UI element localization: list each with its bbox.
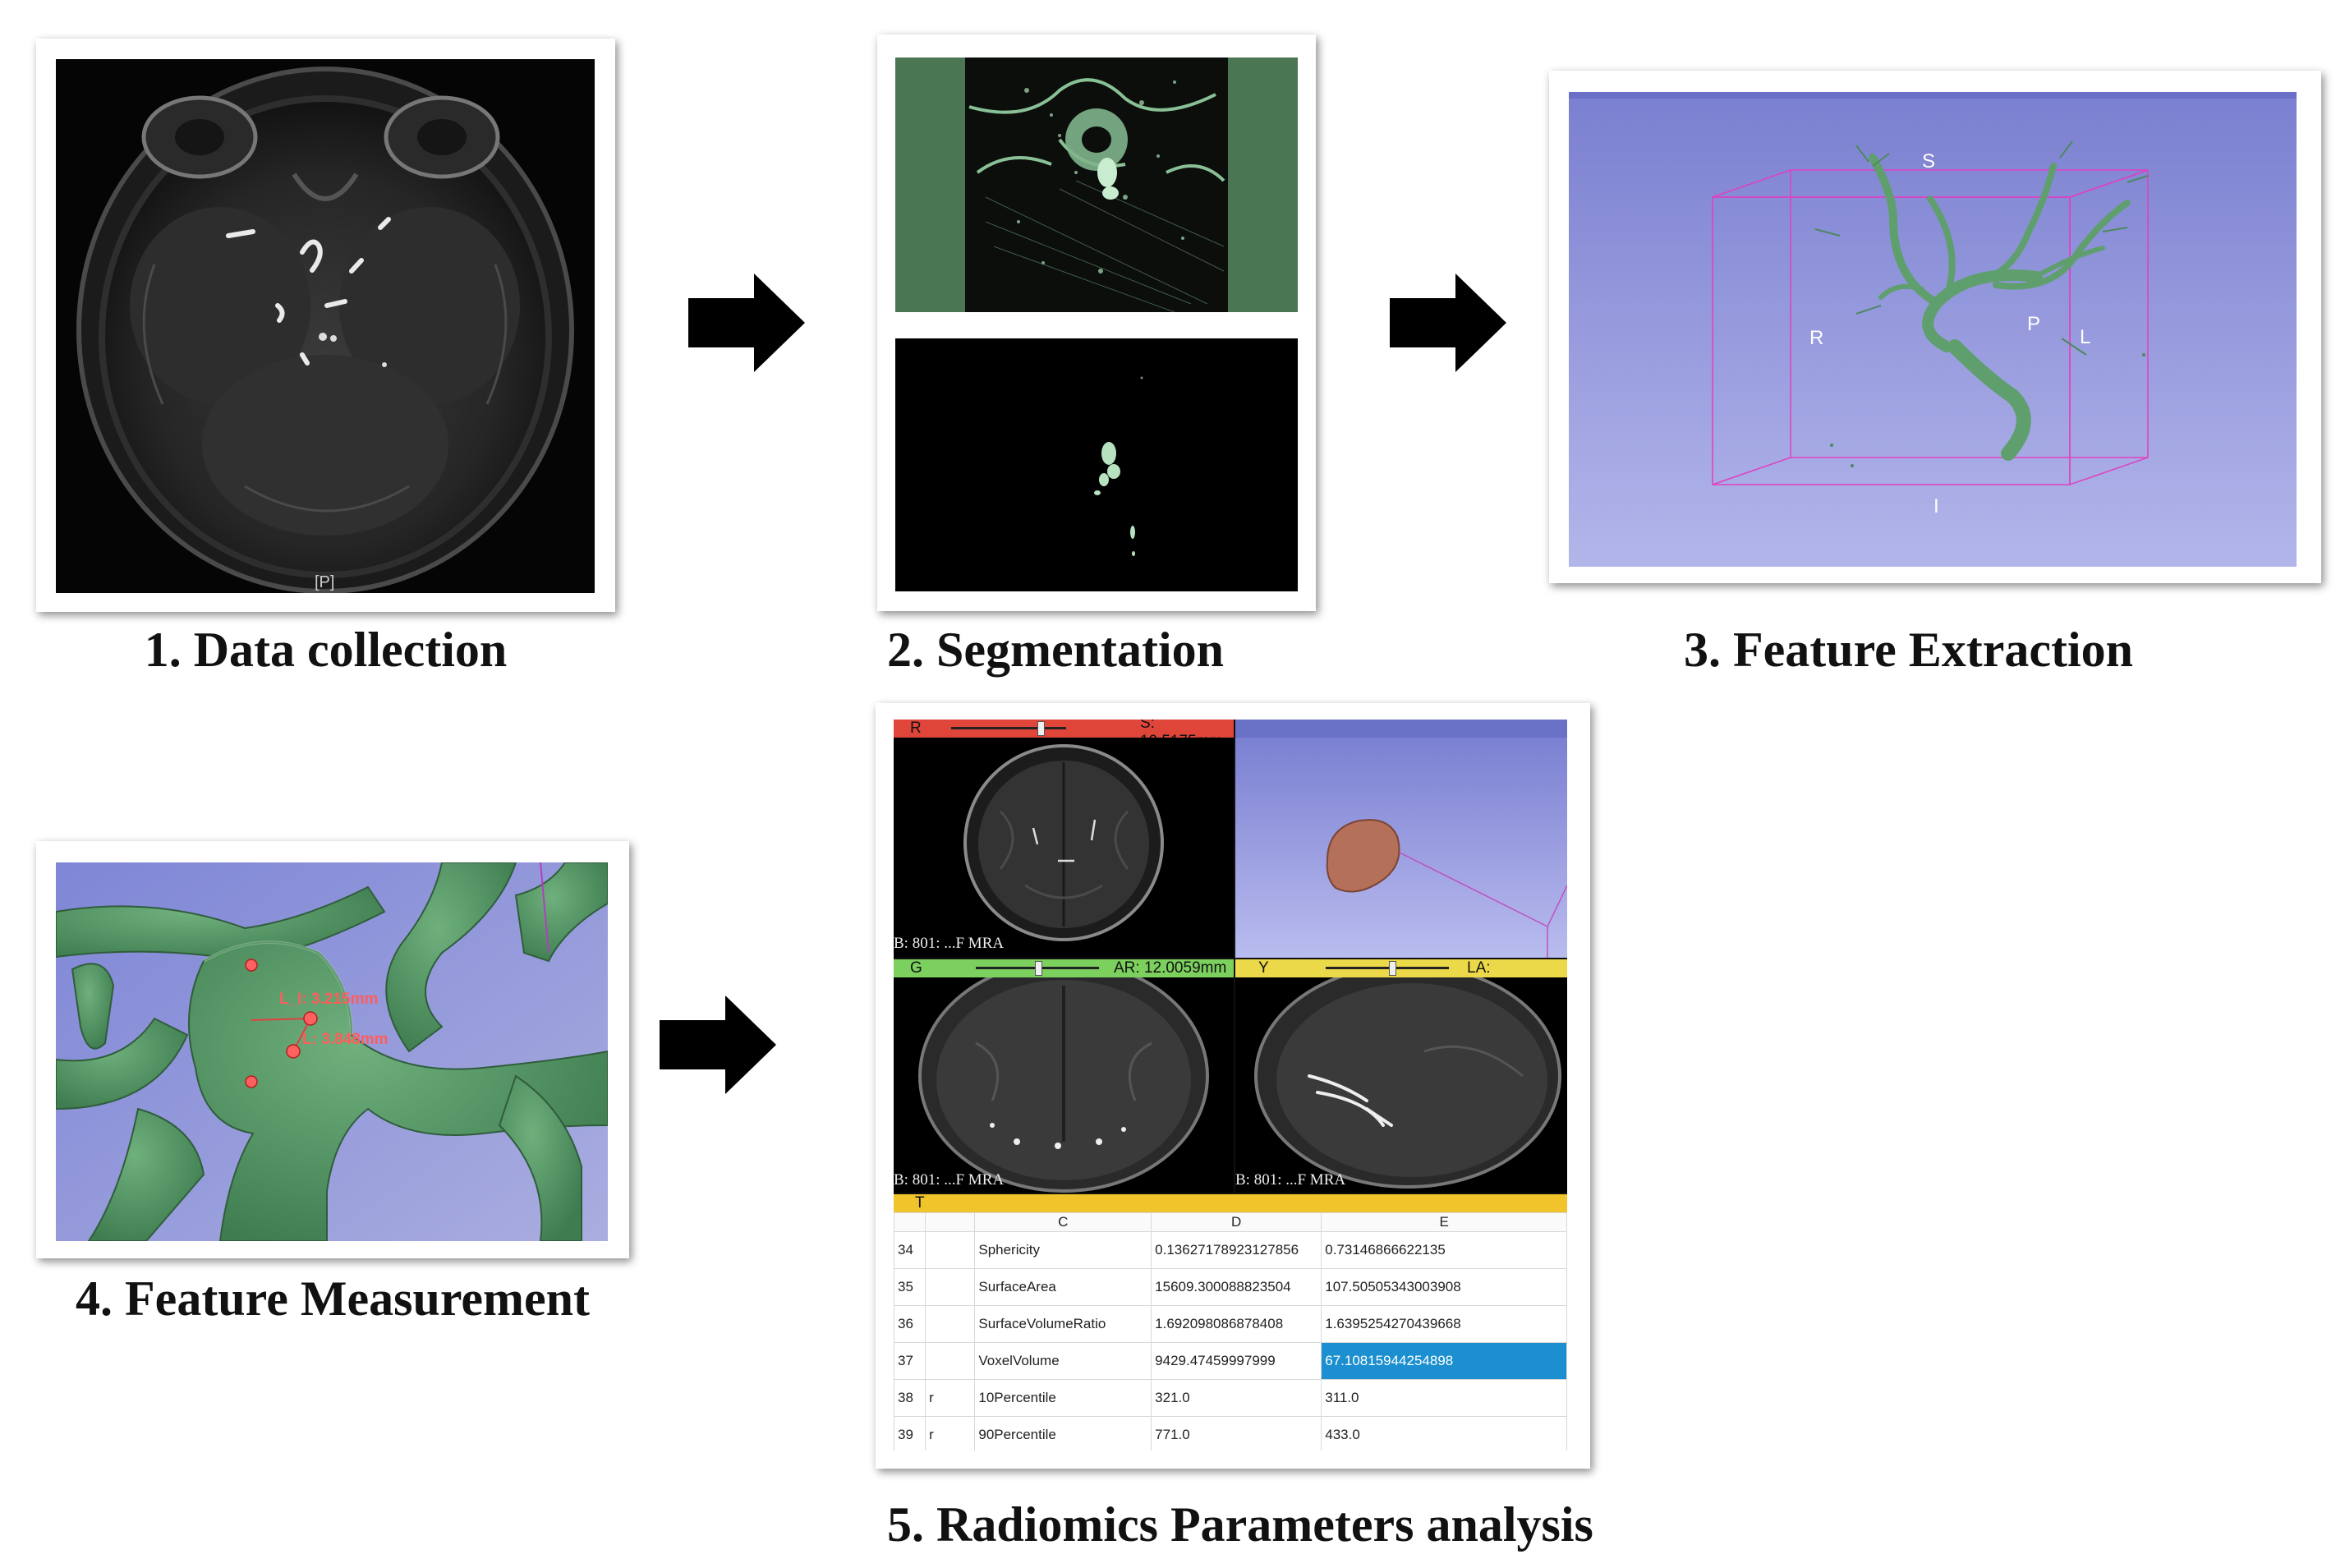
table-cell[interactable]: VoxelVolume (974, 1342, 1152, 1380)
table-view-bar: T (894, 1194, 1567, 1212)
row-number: 36 (894, 1305, 927, 1343)
mra-axial-image: [P] (56, 59, 595, 593)
yellow-view-image: B: 801: ...F MRA (1235, 977, 1567, 1193)
step3-card: S R P L I (1549, 71, 2321, 583)
red-view-slider-handle[interactable] (1037, 721, 1045, 736)
green-view-image: B: 801: ...F MRA (894, 977, 1234, 1193)
table-cell[interactable]: 107.50505343003908 (1321, 1268, 1567, 1306)
measurement-label-li: L_I: 3.215mm (279, 991, 378, 1008)
segmentation-top-image (895, 57, 1298, 312)
table-cell[interactable]: 10Percentile (974, 1379, 1152, 1417)
table-cell[interactable]: 1.6395254270439668 (1321, 1305, 1567, 1343)
step4-caption: 4. Feature Measurement (76, 1271, 590, 1326)
table-cell[interactable] (925, 1305, 976, 1343)
table-cell[interactable]: 9429.47459997999 (1151, 1342, 1322, 1380)
table-row[interactable]: 37 VoxelVolume 9429.47459997999 67.10815… (894, 1342, 1567, 1380)
row-number: 39 (894, 1416, 927, 1451)
step4-card: L_I: 3.215mm L: 3.848mm (36, 841, 629, 1258)
table-cell[interactable] (925, 1231, 976, 1269)
segmentation-bottom-image (895, 338, 1298, 591)
measurement-label-l: L: 3.848mm (302, 1031, 389, 1048)
arrow-right-icon (1390, 274, 1506, 372)
orientation-label: [P] (315, 573, 335, 591)
column-header[interactable] (894, 1212, 927, 1232)
radiomics-table-panel: C D E 34 Sphericity 0.13627178923127856 … (894, 1212, 1567, 1451)
axis-label-p: P (2027, 313, 2040, 335)
row-number: 37 (894, 1342, 927, 1380)
step1-card: [P] (36, 39, 615, 612)
radiomics-table[interactable]: C D E 34 Sphericity 0.13627178923127856 … (894, 1212, 1567, 1451)
table-cell[interactable]: 1.692098086878408 (1151, 1305, 1322, 1343)
table-cell[interactable]: 311.0 (1321, 1379, 1567, 1417)
column-header[interactable]: E (1321, 1212, 1567, 1232)
yellow-view-letter: Y (1258, 959, 1269, 977)
green-view-bar: G AR: 12.0059mm (894, 959, 1234, 977)
table-cell[interactable]: 0.73146866622135 (1321, 1231, 1567, 1269)
threed-view-image (1235, 738, 1567, 958)
red-view-caption: B: 801: ...F MRA (894, 935, 1005, 952)
table-row[interactable]: 34 Sphericity 0.13627178923127856 0.7314… (894, 1231, 1567, 1269)
slicer-layout: R S: 19.5175mm B: 801: ...F MRA (894, 720, 1567, 1451)
yellow-view-bar: Y LA: 2.7173mm (1235, 959, 1567, 995)
table-cell[interactable]: 771.0 (1151, 1416, 1322, 1451)
table-row[interactable]: 36 SurfaceVolumeRatio 1.692098086878408 … (894, 1305, 1567, 1343)
table-cell[interactable]: r (925, 1379, 976, 1417)
green-view-letter: G (910, 959, 922, 977)
table-cell[interactable]: 15609.300088823504 (1151, 1268, 1322, 1306)
row-number: 38 (894, 1379, 927, 1417)
table-cell[interactable]: 321.0 (1151, 1379, 1322, 1417)
table-cell[interactable]: 433.0 (1321, 1416, 1567, 1451)
yellow-view-slider[interactable] (1326, 967, 1449, 969)
column-header[interactable]: C (974, 1212, 1152, 1232)
step2-caption: 2. Segmentation (887, 623, 1224, 677)
yellow-view-caption: B: 801: ...F MRA (1235, 1171, 1346, 1189)
selected-table-cell[interactable]: 67.10815944254898 (1321, 1342, 1567, 1380)
column-header[interactable] (925, 1212, 976, 1232)
green-view-slider-handle[interactable] (1035, 961, 1042, 976)
red-view-image: B: 801: ...F MRA (894, 738, 1234, 958)
column-header[interactable]: D (1151, 1212, 1322, 1232)
axis-label-s: S (1922, 150, 1935, 172)
axis-label-l: L (2080, 326, 2090, 348)
table-view-letter: T (915, 1194, 925, 1212)
table-row[interactable]: 35 SurfaceArea 15609.300088823504 107.50… (894, 1268, 1567, 1306)
table-cell[interactable]: SurfaceVolumeRatio (974, 1305, 1152, 1343)
step1-caption: 1. Data collection (144, 623, 508, 677)
table-cell[interactable]: 90Percentile (974, 1416, 1152, 1451)
step5-caption: 5. Radiomics Parameters analysis (887, 1497, 1593, 1552)
red-view-letter: R (910, 720, 922, 737)
step3-caption: 3. Feature Extraction (1683, 623, 2134, 677)
step5-card: R S: 19.5175mm B: 801: ...F MRA (876, 703, 1590, 1469)
vessel-3d-view: S R P L I (1569, 92, 2297, 567)
arrow-right-icon (688, 274, 805, 372)
threed-view-bar (1235, 720, 1567, 738)
axis-label-i: I (1933, 495, 1939, 517)
row-number: 34 (894, 1231, 927, 1269)
red-view-bar: R S: 19.5175mm (894, 720, 1234, 750)
yellow-view-slider-handle[interactable] (1389, 961, 1396, 976)
axis-label-r: R (1809, 327, 1823, 349)
table-row[interactable]: 39 r 90Percentile 771.0 433.0 (894, 1416, 1567, 1451)
step2-card (877, 34, 1316, 611)
aneurysm-3d-view: L_I: 3.215mm L: 3.848mm (56, 862, 608, 1241)
table-cell[interactable]: 0.13627178923127856 (1151, 1231, 1322, 1269)
green-view-caption: B: 801: ...F MRA (894, 1171, 1005, 1189)
arrow-right-icon (660, 996, 776, 1094)
table-cell[interactable]: Sphericity (974, 1231, 1152, 1269)
row-number: 35 (894, 1268, 927, 1306)
table-cell[interactable] (925, 1268, 976, 1306)
table-cell[interactable]: r (925, 1416, 976, 1451)
table-row[interactable]: 38 r 10Percentile 321.0 311.0 (894, 1379, 1567, 1417)
red-view-slider[interactable] (951, 727, 1066, 729)
green-view-readout: AR: 12.0059mm (1114, 959, 1227, 977)
table-cell[interactable] (925, 1342, 976, 1380)
table-cell[interactable]: SurfaceArea (974, 1268, 1152, 1306)
